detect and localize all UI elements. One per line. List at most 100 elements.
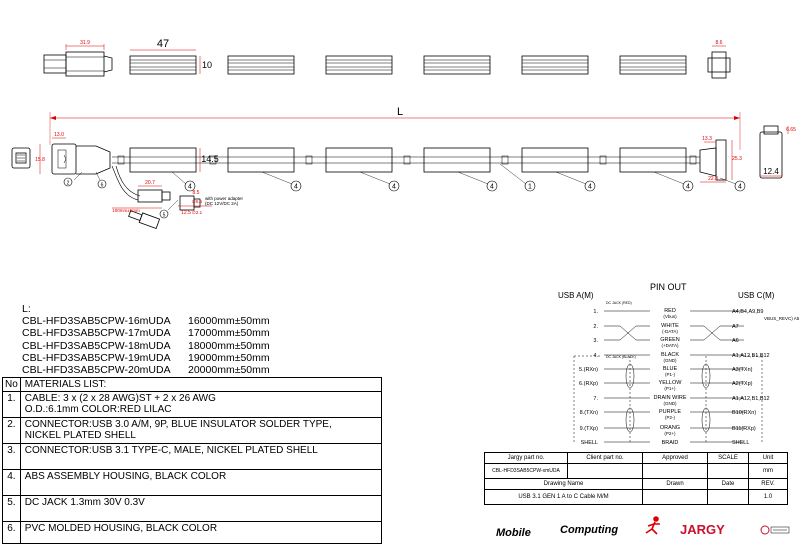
svg-text:(GND): (GND): [664, 358, 677, 363]
svg-text:A1,A12,B1,B12: A1,A12,B1,B12: [732, 396, 770, 402]
materials-header: No MATERIALS LIST:: [2, 377, 382, 392]
svg-text:A3(TXn): A3(TXn): [732, 367, 753, 373]
pin-row: 5.(RXn) BLUE (P1-) A3(TXn): [579, 366, 753, 377]
svg-text:SHELL: SHELL: [581, 440, 598, 446]
svg-text:(Vbus): (Vbus): [663, 314, 677, 319]
balloon-4: 4: [588, 184, 592, 191]
rev-label: REV.: [748, 478, 788, 490]
housing-segment: [521, 147, 589, 173]
svg-text:(+DATA): (+DATA): [662, 343, 679, 348]
logo-jargy: JARGY: [680, 522, 725, 537]
svg-text:A7: A7: [732, 324, 739, 330]
dim-a-height: 15.8: [35, 157, 45, 163]
dim-c-offset: 13.3: [702, 136, 712, 142]
dc-jack-red-label: DC JACK (RED): [606, 301, 632, 305]
svg-text:A4,B4,A9,B9: A4,B4,A9,B9: [732, 309, 764, 315]
pin-row: 4. BLACK (GND) A1,A12,B1,B12: [593, 352, 769, 363]
pin-row: 1. RED (Vbus) A4,B4,A9,B9: [593, 308, 763, 319]
balloon-labels: 2 6 4 4 4 4 1 4 4 4 5: [67, 181, 742, 219]
svg-text:9.(TXp): 9.(TXp): [580, 426, 599, 432]
logo-computing: Computing: [560, 524, 618, 536]
svg-text:YELLOW: YELLOW: [659, 380, 683, 386]
client-pn-label: Client part no.: [567, 452, 643, 464]
dc-jack-black-label: DC JACK (BLACK): [606, 355, 636, 359]
adapter-note: with power adapter (DC 12V/DC 2A): [205, 196, 244, 206]
jargy-pn-label: Jargy part no.: [484, 452, 568, 464]
dim-c-width: 8.6: [716, 40, 723, 46]
title-block: Jargy part no. Client part no. Approved …: [484, 452, 788, 505]
dim-segment-height-2: 14.5: [201, 154, 219, 164]
materials-table: No MATERIALS LIST: 1.CABLE: 3 x (2 x 28 …: [2, 377, 382, 544]
svg-text:3.: 3.: [593, 338, 598, 344]
pin-row: 3. GREEN (+DATA) A6: [593, 337, 738, 348]
pin-row: 7. DRAIN WIRE (GND) A1,A12,B1,B12: [593, 395, 769, 406]
svg-text:DRAIN WIRE: DRAIN WIRE: [654, 395, 687, 401]
balloon-5: 5: [163, 213, 166, 219]
svg-text:4.: 4.: [593, 353, 598, 359]
balloon-4: 4: [738, 184, 742, 191]
dim-dc-d1: 8.5: [193, 190, 200, 196]
balloon-4: 4: [188, 184, 192, 191]
balloon-1: 1: [528, 184, 532, 191]
svg-text:WHITE: WHITE: [661, 323, 679, 329]
housing-segment: [325, 147, 393, 173]
balloon-4: 4: [294, 184, 298, 191]
svg-text:(P1+): (P1+): [664, 386, 676, 391]
runner-icon: [645, 516, 660, 535]
svg-text:PURPLE: PURPLE: [659, 409, 681, 415]
usb-c-end: [759, 131, 783, 179]
housing-segment: [423, 147, 491, 173]
adapter-note-line1: with power adapter: [205, 196, 244, 201]
balloon-4: 4: [490, 184, 494, 191]
drawn-label: Drawn: [642, 478, 708, 490]
pinout-left-title: USB A(M): [558, 291, 594, 300]
pin-row: SHELL BRAID SHELL: [581, 440, 750, 446]
usb-c-end-view: [711, 51, 727, 79]
dc-cable-plug: [128, 210, 161, 230]
dim-a-offset: 13.0: [54, 132, 64, 138]
balloons: [63, 177, 746, 219]
dim-c-end-height: 6.65: [786, 127, 796, 133]
dim-dc-d4: ∅2.1: [192, 210, 203, 215]
dim-dc-width: 20.7: [145, 180, 155, 186]
rev-value: 1.0: [748, 489, 788, 505]
svg-text:ORANG: ORANG: [660, 425, 680, 431]
balloon-4: 4: [686, 184, 690, 191]
svg-text:A2(TXp): A2(TXp): [732, 381, 753, 387]
svg-text:B11(RXp): B11(RXp): [732, 426, 756, 432]
svg-text:8.(TXn): 8.(TXn): [580, 410, 599, 416]
svg-text:1.: 1.: [593, 309, 598, 315]
materials-header-title: MATERIALS LIST:: [19, 377, 382, 392]
materials-row: 1.CABLE: 3 x (2 x 28 AWG)ST + 2 x 26 AWG…: [2, 391, 382, 418]
svg-text:BLACK: BLACK: [661, 352, 679, 358]
materials-row: 5.DC JACK 1.3mm 30V 0.3V: [2, 495, 382, 522]
usb-a-plug-metal: [43, 54, 67, 74]
dim-dc-d3: ∅5.5: [192, 199, 203, 204]
materials-row: 3.CONNECTOR:USB 3.1 TYPE-C, MALE, NICKEL…: [2, 443, 382, 470]
materials-row: 6.PVC MOLDED HOUSING, BLACK COLOR: [2, 521, 382, 544]
dc-jack-body: [137, 189, 163, 203]
logo-row: Mobile Computing JARGY: [496, 516, 790, 539]
drawing-name: USB 3.1 GEN 1 A to C Cable M/M: [484, 489, 643, 505]
balloon-4: 4: [392, 184, 396, 191]
jargy-mark-icon: [760, 525, 790, 535]
dim-c-height: 25.3: [732, 156, 742, 162]
materials-header-no: No: [2, 377, 21, 392]
assembly-view: [11, 112, 789, 230]
svg-text:A1,A12,B1,B12: A1,A12,B1,B12: [732, 353, 770, 359]
svg-text:7.: 7.: [593, 396, 598, 402]
unit-value: mm: [748, 463, 788, 479]
pinout-diagram: [573, 310, 763, 443]
materials-row: 4.ABS ASSEMBLY HOUSING, BLACK COLOR: [2, 469, 382, 496]
exploded-view: [43, 44, 731, 79]
svg-text:(P2-): (P2-): [665, 415, 676, 420]
pinout-right-title: USB C(M): [738, 291, 775, 300]
usb-a-plug-side: [51, 143, 77, 175]
drawing-name-label: Drawing Name: [484, 478, 643, 490]
pin-row: 6.(RXp) YELLOW (P1+) A2(TXp): [579, 380, 753, 391]
